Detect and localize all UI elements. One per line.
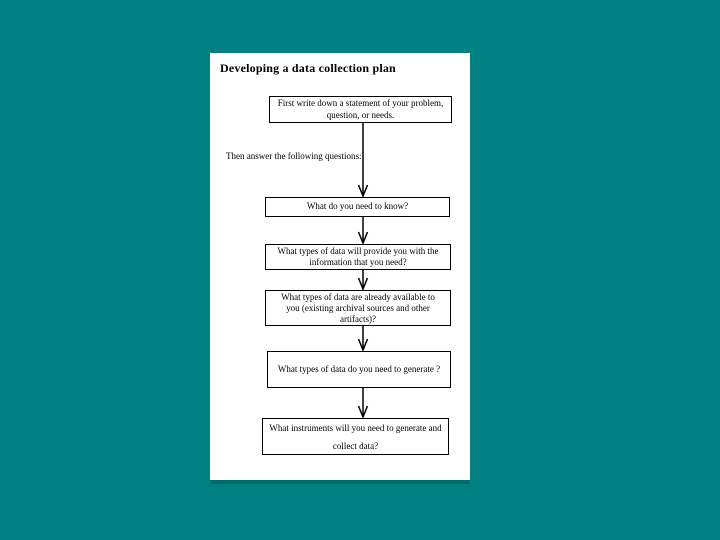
slide-title: Developing a data collection plan xyxy=(220,61,396,75)
instruction-text: Then answer the following questions: xyxy=(226,151,362,161)
flow-arrow-5 xyxy=(357,388,369,419)
flow-arrow-1 xyxy=(357,123,369,198)
flow-arrow-4 xyxy=(357,326,369,352)
flow-box-data-to-generate: What types of data do you need to genera… xyxy=(267,351,451,388)
flow-box-data-types-provide: What types of data will provide you with… xyxy=(265,244,451,270)
flow-box-data-already-available: What types of data are already available… xyxy=(265,290,451,326)
flow-box-problem-statement: First write down a statement of your pro… xyxy=(269,96,452,123)
flow-box-instruments-needed: What instruments will you need to genera… xyxy=(262,418,449,455)
flow-arrow-2 xyxy=(357,217,369,245)
slide-panel: Developing a data collection plan First … xyxy=(210,53,470,480)
flow-box-need-to-know: What do you need to know? xyxy=(265,197,450,217)
flow-arrow-3 xyxy=(357,270,369,291)
